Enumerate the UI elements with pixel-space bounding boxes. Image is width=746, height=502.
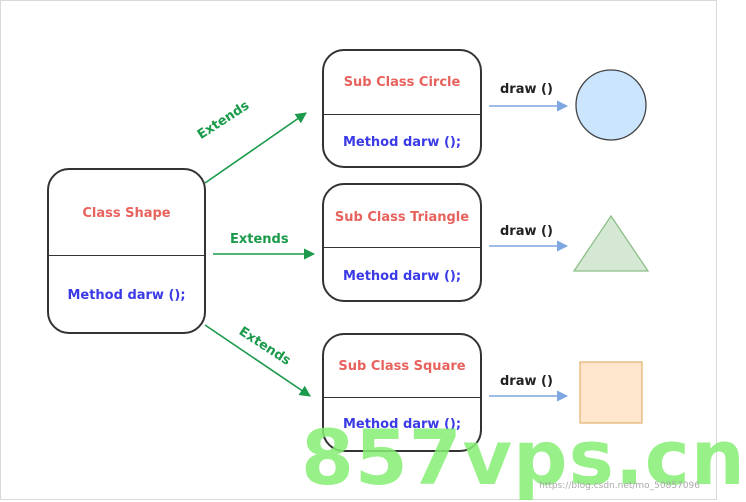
extends-arrow-square: [204, 324, 311, 397]
triangle-icon: [572, 214, 650, 272]
sub-class-square-title: Sub Class Square: [338, 359, 466, 374]
watermark-text: 857vps.cn: [301, 413, 746, 502]
class-divider: [324, 247, 480, 248]
sub-class-triangle-box: Sub Class Triangle Method darw ();: [322, 183, 482, 302]
draw-label-square: draw (): [500, 374, 553, 389]
sub-class-circle-title: Sub Class Circle: [343, 75, 461, 90]
extends-arrow-circle: [204, 112, 307, 184]
class-shape-method: Method darw ();: [67, 288, 186, 303]
sub-class-square-method: Method darw ();: [342, 417, 462, 432]
sub-class-circle-method: Method darw ();: [342, 135, 462, 150]
sub-class-triangle-method: Method darw ();: [342, 269, 462, 284]
credit-text: https://blog.csdn.net/mo_50857096: [539, 481, 700, 491]
sub-class-circle-box: Sub Class Circle Method darw ();: [322, 49, 482, 168]
class-divider: [49, 255, 204, 256]
circle-icon: [575, 69, 647, 141]
extends-label-triangle: Extends: [230, 232, 289, 247]
diagram-connectors: [204, 69, 650, 424]
draw-label-triangle: draw (): [500, 224, 553, 239]
draw-label-circle: draw (): [500, 82, 553, 97]
square-icon: [579, 361, 643, 424]
class-shape-title: Class Shape: [82, 206, 171, 221]
class-shape-box: Class Shape Method darw ();: [47, 168, 206, 334]
class-divider: [324, 397, 480, 398]
class-divider: [324, 114, 480, 115]
sub-class-square-box: Sub Class Square Method darw ();: [322, 333, 482, 452]
sub-class-triangle-title: Sub Class Triangle: [334, 210, 470, 225]
